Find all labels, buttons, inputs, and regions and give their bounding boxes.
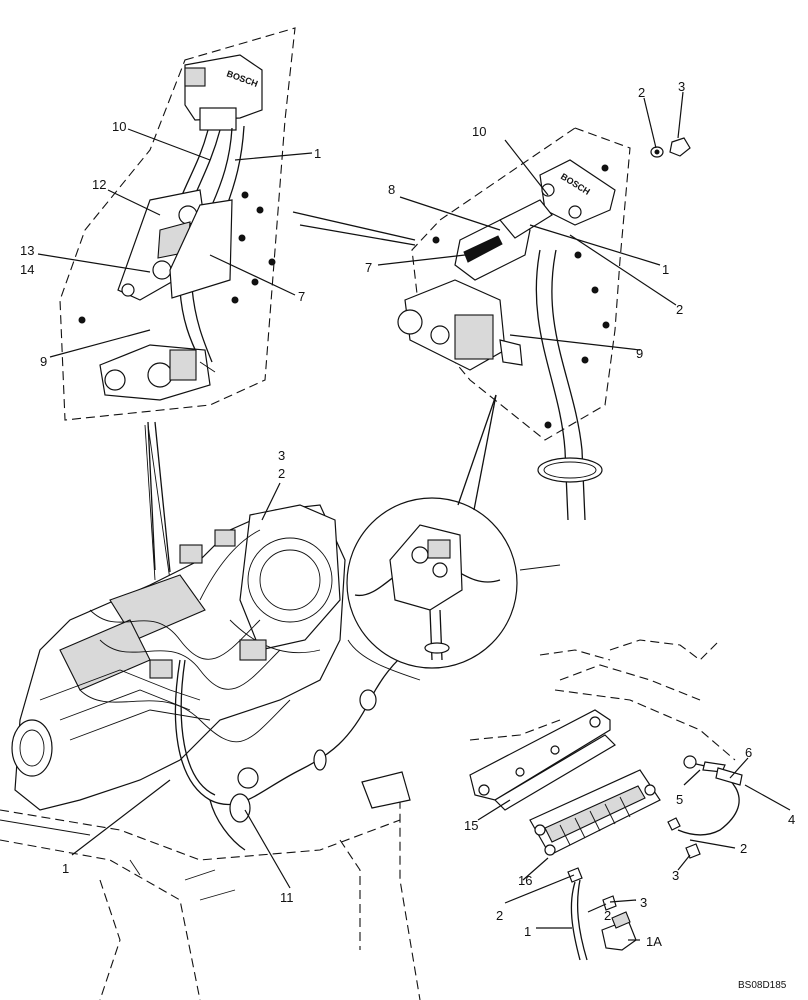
callout-2-right: 2 bbox=[676, 302, 683, 317]
callout-2-cooler-left: 2 bbox=[496, 908, 503, 923]
pointer-lines bbox=[147, 394, 497, 573]
callout-3-top-right: 3 bbox=[678, 79, 685, 94]
left-mounting-plate bbox=[59, 27, 296, 421]
callout-11: 11 bbox=[280, 890, 294, 905]
callout-2-top-right: 2 bbox=[638, 85, 645, 100]
callout-1-left: 1 bbox=[314, 146, 321, 161]
callout-3-cooler-right: 3 bbox=[672, 868, 679, 883]
callout-2-cooler-right: 2 bbox=[740, 841, 747, 856]
callout-10-right: 10 bbox=[472, 124, 486, 139]
callout-14: 14 bbox=[20, 262, 34, 277]
callout-1a: 1A bbox=[646, 934, 662, 949]
leader-lines bbox=[37, 91, 791, 941]
panel-connectors bbox=[292, 211, 416, 246]
left-bosch-sensor: BOSCH bbox=[184, 54, 263, 131]
callout-13: 13 bbox=[20, 243, 34, 258]
right-mounting-plate bbox=[411, 127, 631, 441]
right-relay bbox=[454, 199, 553, 281]
callout-7-right: 7 bbox=[365, 260, 372, 275]
callout-1-bottom-left: 1 bbox=[62, 861, 69, 876]
right-hose bbox=[535, 249, 603, 521]
callout-2-middle: 2 bbox=[278, 466, 285, 481]
callout-labels: 10 1 12 13 14 7 9 2 3 10 8 7 1 2 9 3 2 1… bbox=[20, 79, 795, 949]
chassis-frame bbox=[0, 771, 421, 1000]
callout-1-cooler: 1 bbox=[524, 924, 531, 939]
callout-4: 4 bbox=[788, 812, 795, 827]
right-washer-nut bbox=[650, 137, 691, 158]
callout-5: 5 bbox=[676, 792, 683, 807]
callout-6: 6 bbox=[745, 745, 752, 760]
detail-circle bbox=[346, 497, 561, 681]
callout-2-cooler-bottom: 2 bbox=[604, 908, 611, 923]
callout-15: 15 bbox=[464, 818, 478, 833]
callout-8: 8 bbox=[388, 182, 395, 197]
cooler-detail bbox=[469, 639, 743, 961]
callout-16: 16 bbox=[518, 873, 532, 888]
callout-3-cooler-bottom: 3 bbox=[640, 895, 647, 910]
callout-12: 12 bbox=[92, 177, 106, 192]
left-lower-valve bbox=[99, 344, 216, 401]
callout-9-left: 9 bbox=[40, 354, 47, 369]
engine-assembly bbox=[11, 424, 346, 811]
callout-10-left: 10 bbox=[112, 119, 126, 134]
callout-9-right: 9 bbox=[636, 346, 643, 361]
callout-1-right: 1 bbox=[662, 262, 669, 277]
reference-code: BS08D185 bbox=[738, 980, 787, 991]
callout-3-middle: 3 bbox=[278, 448, 285, 463]
right-valve-block bbox=[397, 279, 523, 371]
right-bosch-sensor: BOSCH bbox=[539, 159, 616, 226]
callout-7-left: 7 bbox=[298, 289, 305, 304]
left-valve-bracket bbox=[117, 189, 233, 301]
